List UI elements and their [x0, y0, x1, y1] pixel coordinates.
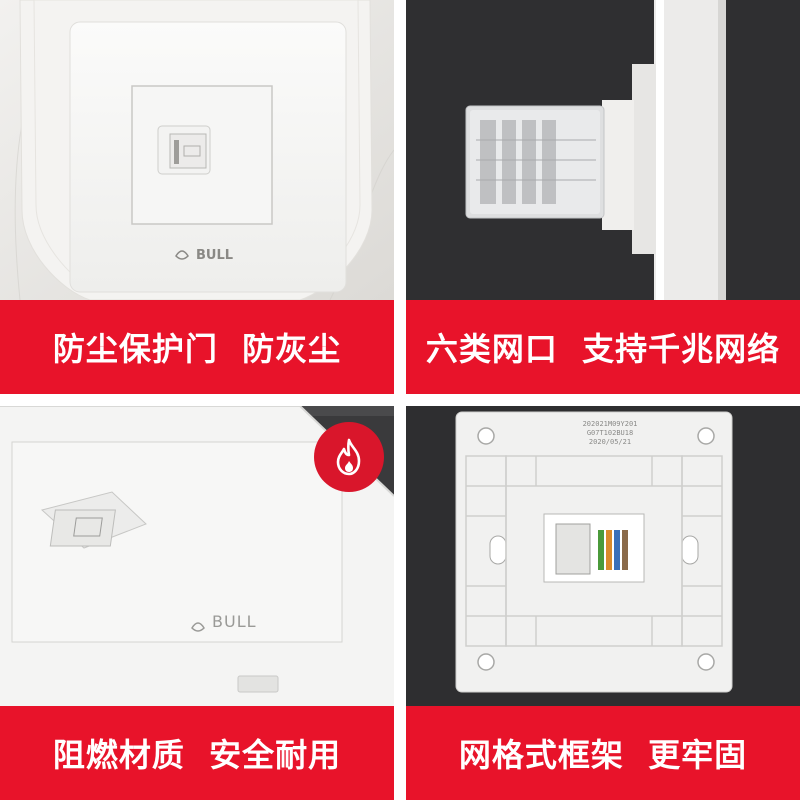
caption-cat6-port: 六类网口 支持千兆网络 [406, 300, 800, 394]
faceplate-front-image [0, 0, 394, 300]
back-view-image [406, 406, 800, 706]
caption-grid-frame: 网格式框架 更牢固 [406, 706, 800, 800]
side-view-image [406, 0, 800, 300]
product-panel-cat6-port: 六类网口 支持千兆网络 [406, 0, 800, 394]
label-line-2: G07T102BU18 [586, 429, 634, 437]
fire-icon [336, 438, 361, 476]
caption-dust-cover: 防尘保护门 防灰尘 [0, 300, 394, 394]
label-line-3: 2020/05/21 [588, 438, 632, 446]
brand-logo-text: BULL [212, 612, 257, 631]
bull-logo-icon [175, 250, 189, 260]
product-panel-dust-cover: BULL 防尘保护门 防灰尘 [0, 0, 394, 394]
label-line-1: 202021M09Y201 [582, 420, 638, 428]
product-panel-flame-retardant: BULL 阻燃材质 安全耐用 [0, 406, 394, 800]
brand-logo-text: BULL [196, 248, 234, 263]
fire-badge [314, 422, 384, 492]
manufacture-label: 202021M09Y201 G07T102BU18 2020/05/21 [550, 420, 670, 447]
caption-flame-retardant: 阻燃材质 安全耐用 [0, 706, 394, 800]
product-panel-grid-frame: 202021M09Y201 G07T102BU18 2020/05/21 网格式… [406, 406, 800, 800]
angled-faceplate-image [0, 406, 394, 706]
bull-logo-icon [191, 622, 205, 632]
